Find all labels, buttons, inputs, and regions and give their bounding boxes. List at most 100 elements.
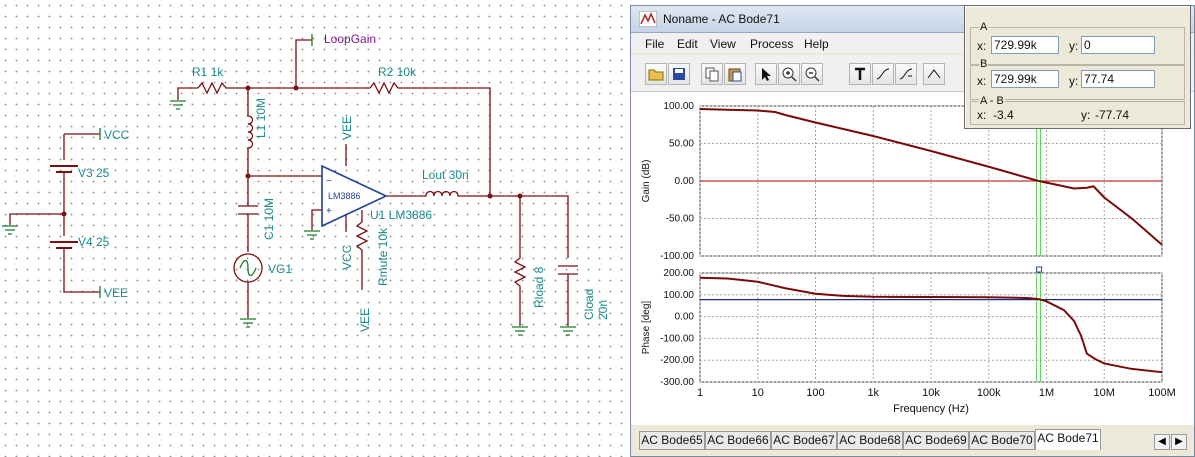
cursor-a-group (970, 27, 1185, 66)
cursor-a-x-label: x: (977, 39, 987, 53)
x-tick-label: 10 (752, 387, 764, 399)
curve-tool-2-button[interactable] (895, 63, 917, 85)
copy-button[interactable] (701, 63, 723, 85)
y-axis-label: Phase [deg] (641, 301, 652, 355)
curve-tool-button[interactable] (872, 63, 894, 85)
y-tick-label: -200.00 (660, 355, 694, 366)
vee-rail-label: VEE (104, 286, 129, 300)
paste-icon (728, 68, 742, 82)
menu-edit[interactable]: Edit (677, 37, 698, 51)
y-tick-label: 0.00 (675, 312, 695, 323)
x-axis-label: Frequency (Hz) (893, 403, 969, 415)
menu-file[interactable]: File (645, 37, 665, 51)
svg-text:−: − (326, 176, 332, 187)
copy-icon (705, 67, 719, 82)
x-tick-label: 100 (806, 387, 824, 399)
u1-label: U1 LM3886 (370, 208, 433, 222)
tab-scroll-right-button[interactable]: ▶ (1171, 434, 1187, 450)
y-tick-label: 50.00 (669, 139, 694, 150)
tab-ac-bode69[interactable]: AC Bode69 (903, 431, 969, 450)
pointer-button[interactable] (755, 63, 777, 85)
lout-label: Lout 30n (422, 168, 469, 182)
tab-scroll-left-button[interactable]: ◀ (1154, 434, 1170, 450)
cursor-b-x-field[interactable] (991, 70, 1059, 88)
open-button[interactable] (645, 63, 667, 85)
cursor-diff-y-label: y: (1081, 108, 1091, 122)
x-tick-label: 10M (1094, 387, 1115, 399)
cursor-a-x-field[interactable] (991, 36, 1059, 54)
cursor-b-title: B (979, 58, 989, 70)
cursor-b-y-label: y: (1069, 74, 1079, 88)
cursor-b-group (970, 64, 1185, 100)
x-tick-label: 100M (1148, 387, 1176, 399)
cload-label: Cload 20n (582, 288, 610, 320)
text-button[interactable] (849, 63, 871, 85)
cursor-b-x-label: x: (977, 74, 987, 88)
y-tick-label: 0.00 (675, 176, 695, 187)
r1-label: R1 1k (192, 65, 224, 79)
curve-tool-3-button[interactable] (923, 63, 945, 85)
vg1-label: VG1 (268, 262, 293, 276)
tab-ac-bode66[interactable]: AC Bode66 (705, 431, 771, 450)
tab-ac-bode70[interactable]: AC Bode70 (969, 431, 1035, 450)
x-tick-label: 1k (867, 387, 879, 399)
window-title: Noname - AC Bode71 (663, 12, 780, 26)
zoom-in-icon (782, 67, 797, 82)
plot-frame (699, 272, 1163, 383)
menu-process[interactable]: Process (750, 37, 794, 51)
vee-top-label: VEE (340, 115, 354, 140)
x-tick-label: 1 (697, 387, 703, 399)
cursor-readout-panel: A x: y: B x: y: A - B x: -3.4 y: -77.74 (964, 5, 1191, 129)
y-tick-label: -100.00 (660, 333, 694, 344)
y-tick-label: -50.00 (666, 214, 695, 225)
y-tick-label: 100.00 (663, 101, 694, 112)
v4-label: V4 25 (78, 235, 110, 249)
curve-tool-2-icon (899, 68, 913, 80)
cursor-diff-x-value: -3.4 (993, 108, 1014, 122)
cursor-a-y-label: y: (1069, 39, 1079, 53)
rload-label: Rload 8 (532, 266, 546, 308)
cursor-a-y-field[interactable] (1081, 36, 1155, 54)
save-icon (673, 68, 685, 80)
y-tick-label: -300.00 (660, 377, 694, 388)
l1-label: L1 10M (254, 97, 268, 138)
tab-ac-bode65[interactable]: AC Bode65 (639, 431, 705, 450)
x-tick-label: 1M (1039, 387, 1054, 399)
y-tick-label: -100.00 (660, 251, 694, 262)
cursor-a-title: A (979, 21, 989, 33)
cursor-b-y-field[interactable] (1081, 70, 1155, 88)
tab-ac-bode67[interactable]: AC Bode67 (771, 431, 837, 450)
cursor-handle (1036, 266, 1043, 273)
tab-ac-bode71[interactable]: AC Bode71 (1035, 429, 1101, 450)
x-tick-label: 100k (977, 387, 1001, 399)
series-line (699, 276, 1163, 374)
svg-text:+: + (326, 206, 332, 217)
vee-bottom-label: VEE (358, 307, 372, 332)
menu-view[interactable]: View (710, 37, 736, 51)
cursor-diff-y-value: -77.74 (1095, 108, 1130, 122)
schematic-drawing: − + (2, 34, 578, 336)
x-tick-label: 10k (922, 387, 940, 399)
cursor-diff-x-label: x: (977, 108, 987, 122)
zoom-out-button[interactable] (801, 63, 823, 85)
schematic-canvas[interactable]: − + VCC VEE V3 25 V4 25 LoopGain R1 1k R… (0, 0, 630, 457)
curve-tool-icon (876, 68, 890, 80)
cursor-diff-title: A - B (979, 95, 1005, 107)
zoom-in-button[interactable] (778, 63, 800, 85)
r2-label: R2 10k (378, 65, 417, 79)
series-line (699, 108, 1163, 246)
menu-help[interactable]: Help (804, 37, 829, 51)
tab-ac-bode68[interactable]: AC Bode68 (837, 431, 903, 450)
y-axis-label: Gain (dB) (641, 160, 652, 203)
text-icon (855, 67, 865, 80)
paste-button[interactable] (724, 63, 746, 85)
vcc-rail-label: VCC (104, 128, 130, 142)
app-icon (639, 11, 657, 27)
pointer-icon (762, 68, 771, 81)
tab-bar: AC Bode65 AC Bode66 AC Bode67 AC Bode68 … (631, 425, 1194, 456)
vcc-pin-label: VCC (340, 244, 354, 270)
y-tick-label: 200.00 (663, 268, 694, 279)
save-button[interactable] (668, 63, 690, 85)
